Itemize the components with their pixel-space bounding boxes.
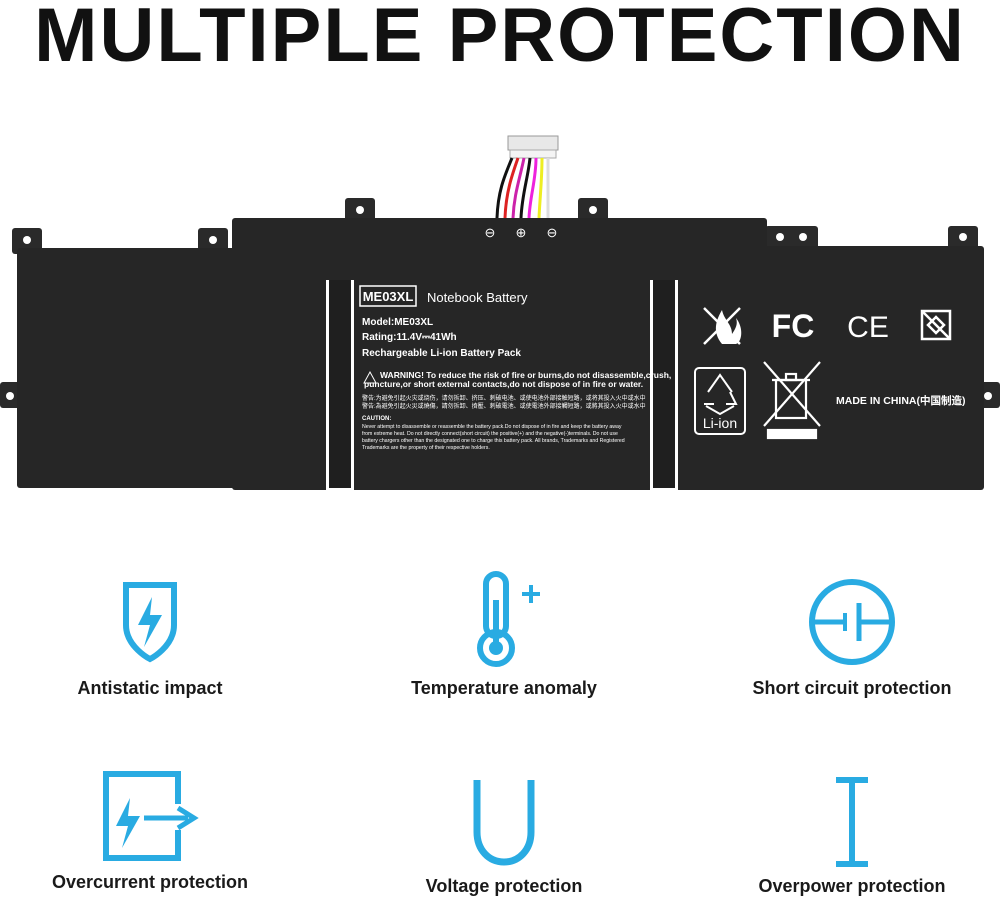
caution-title: CAUTION: (362, 416, 391, 422)
weee-bin-icon (763, 361, 821, 440)
model-badge-frame (359, 285, 417, 307)
short-circuit-icon (808, 579, 895, 665)
thermometer-plus-icon (477, 571, 540, 667)
cn-warning-2: 警告:為避免引起火災或燒傷，請勿拆卸、擠壓、刺破電池、或使電池外部接觸短路，或將… (362, 402, 646, 410)
battery-mount-tabs (0, 198, 1000, 408)
battery-illustration: ⊖ ⊕ ⊖ ME03XL Notebook Battery Model:ME03… (0, 130, 1000, 500)
i-beam-icon (836, 777, 868, 867)
feature-short-circuit: Short circuit protection (702, 575, 1000, 699)
caution-line-1: Never attempt to disassemble or reassemb… (362, 424, 622, 430)
feature-voltage: Voltage protection (354, 776, 654, 897)
warning-line-2: puncture,or short external contacts,do n… (364, 379, 643, 389)
caution-line-3: battery chargers other than the designat… (362, 438, 625, 444)
feature-antistatic: Antistatic impact (0, 575, 300, 699)
terminal-plus: ⊕ (516, 225, 527, 240)
battery-svg: ⊖ ⊕ ⊖ ME03XL Notebook Battery Model:ME03… (0, 135, 1000, 492)
u-shape-icon (473, 780, 535, 866)
type-line: Rechargeable Li-ion Battery Pack (362, 348, 521, 359)
no-fire-icon (703, 307, 742, 345)
caution-line-2: from extreme heat. Do not directly conne… (362, 431, 618, 437)
feature-overcurrent: Overcurrent protection (0, 768, 300, 893)
feature-overcurrent-label: Overcurrent protection (51, 872, 249, 892)
shield-lightning-icon (123, 582, 177, 663)
cn-warning-1: 警告:为避免引起火灾或烧伤，请勿拆卸、挤压、刺破电池、或使电池外部接触短路，或将… (362, 394, 646, 402)
feature-temperature: Temperature anomaly (354, 570, 654, 699)
rohs-icon (920, 309, 952, 341)
overcurrent-icon (103, 771, 199, 861)
feature-overpower-label: Overpower protection (758, 876, 946, 896)
model-line: Model:ME03XL (362, 317, 433, 328)
recycle-icon (694, 367, 746, 435)
battery-title: Notebook Battery (427, 290, 528, 305)
li-ion-label: Li-ion (703, 415, 737, 431)
feature-short-circuit-label: Short circuit protection (752, 678, 952, 698)
battery-connector (495, 135, 559, 219)
fc-mark: FC (772, 308, 815, 344)
feature-voltage-label: Voltage protection (425, 876, 583, 896)
model-badge: ME03XL (363, 289, 414, 304)
warning-line-1: WARNING! To reduce the risk of fire or b… (380, 370, 671, 380)
made-in-china: MADE IN CHINA(中国制造) (836, 394, 966, 407)
terminal-minus-right: ⊖ (547, 225, 558, 240)
page-headline: MULTIPLE PROTECTION (34, 0, 966, 78)
ce-mark: CE (847, 311, 889, 344)
caution-line-4: Trademarks are the property of their res… (362, 445, 490, 451)
rating-line: Rating:11.4V⎓41Wh (362, 332, 457, 343)
terminal-minus-left: ⊖ (485, 225, 496, 240)
feature-temperature-label: Temperature anomaly (411, 678, 597, 698)
feature-antistatic-label: Antistatic impact (77, 678, 223, 698)
feature-overpower: Overpower protection (702, 776, 1000, 897)
warning-triangle-icon (363, 370, 377, 384)
